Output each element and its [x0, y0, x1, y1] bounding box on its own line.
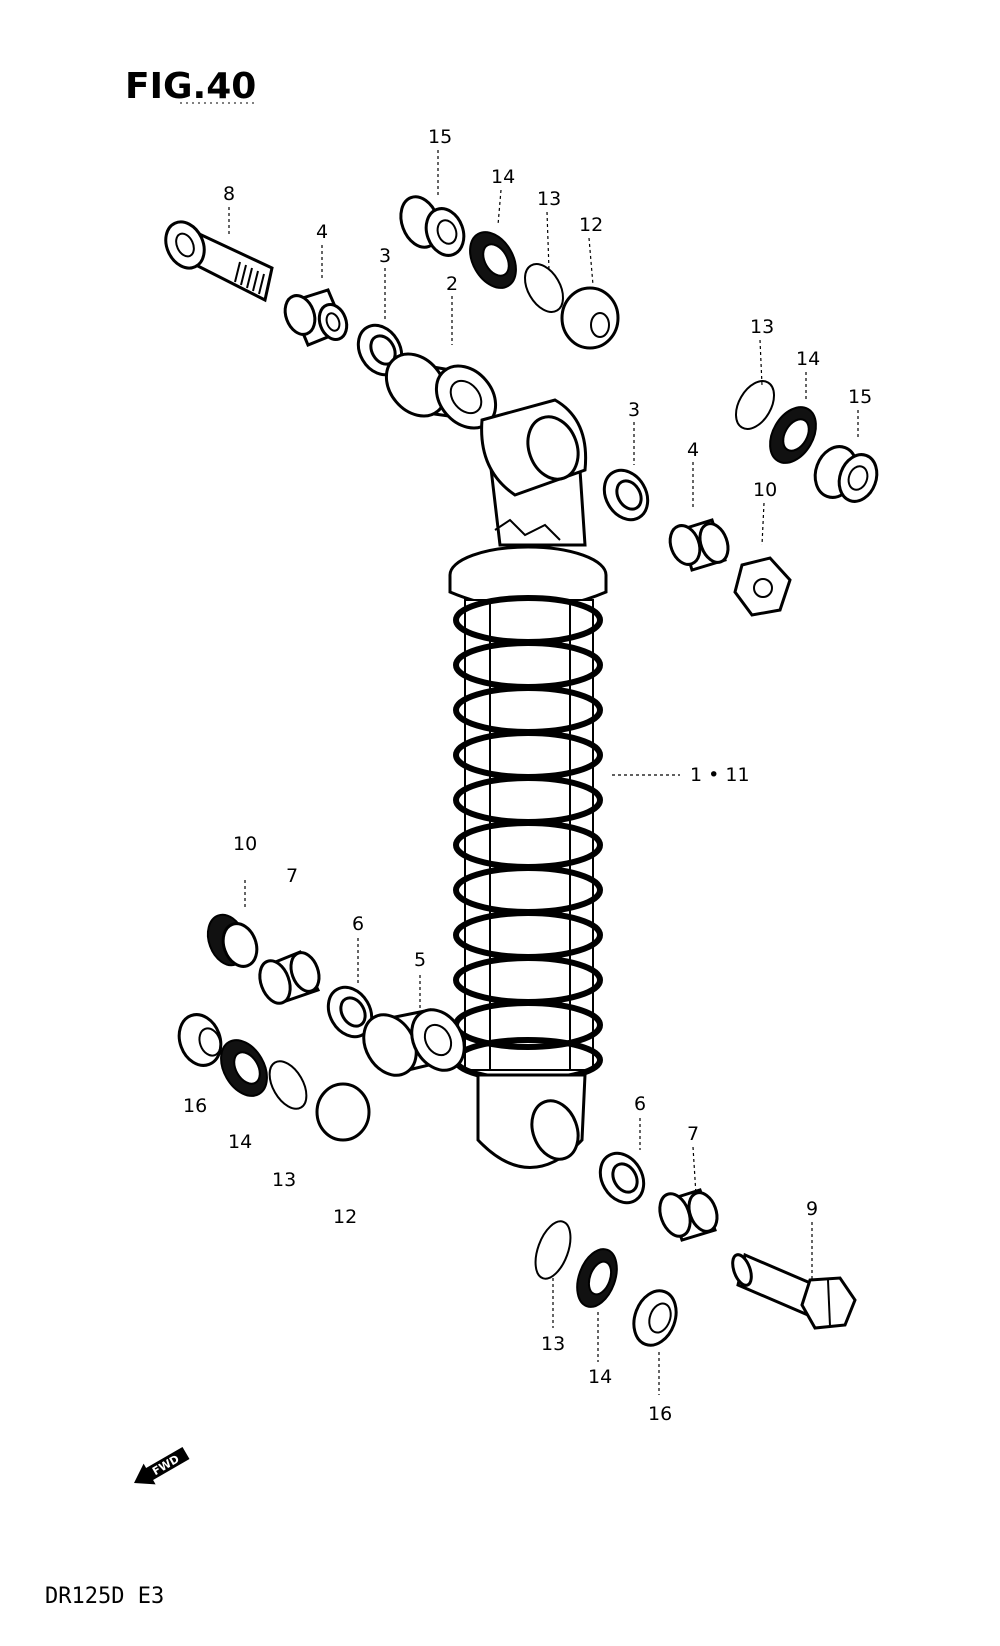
callout-12: 12 [579, 214, 603, 236]
callout-5: 5 [414, 949, 426, 971]
callout-13: 13 [272, 1169, 296, 1191]
circlip-part [268, 1060, 308, 1110]
collar-part [283, 288, 349, 347]
shock-absorber-part [448, 398, 608, 1169]
callout-10: 10 [753, 479, 777, 501]
callout-14: 14 [796, 348, 820, 370]
callout-14: 14 [491, 166, 515, 188]
callout-16: 16 [183, 1095, 207, 1117]
bolt-part [731, 1252, 857, 1330]
spacer-part [362, 1008, 466, 1077]
callout-6: 6 [634, 1093, 646, 1115]
collar-part [658, 1188, 719, 1242]
seal-part [220, 1039, 268, 1097]
callout-3: 3 [628, 399, 640, 421]
model-code: DR125D E3 [45, 1584, 164, 1609]
callout-15: 15 [428, 126, 452, 148]
callout-3: 3 [379, 245, 391, 267]
nut-part [733, 556, 792, 617]
callout-12: 12 [333, 1206, 357, 1228]
collar-part [668, 518, 730, 572]
boot-part [813, 445, 879, 503]
callout-14: 14 [588, 1366, 612, 1388]
spacer-part [384, 352, 498, 430]
boot-part [632, 1289, 678, 1347]
cap-part [560, 286, 620, 350]
seal-part [469, 231, 517, 289]
callout-2: 2 [446, 273, 458, 295]
fwd-label: FWD [150, 1452, 181, 1478]
callout-7: 7 [687, 1123, 699, 1145]
boot-part [399, 195, 466, 257]
callout-7: 7 [286, 865, 298, 887]
callout-15: 15 [848, 386, 872, 408]
nut-part [206, 913, 259, 968]
seal-part [769, 406, 817, 464]
callout-10: 10 [233, 833, 257, 855]
callout-16: 16 [648, 1403, 672, 1425]
washer-part [598, 1151, 646, 1205]
callout-labels: 15 14 13 12 8 4 3 2 13 14 15 3 4 10 1 • … [183, 126, 872, 1425]
callout-1-11: 1 • 11 [690, 764, 750, 786]
callout-13: 13 [541, 1333, 565, 1355]
callout-6: 6 [352, 913, 364, 935]
fwd-arrow-icon: FWD [134, 1446, 190, 1485]
seal-part [576, 1248, 618, 1308]
circlip-part [524, 263, 564, 313]
circlip-part [735, 380, 775, 430]
callout-9: 9 [806, 1198, 818, 1220]
boot-part [177, 1013, 223, 1067]
washer-part [602, 468, 650, 522]
bolt-part [164, 220, 274, 303]
figure-title: FIG.40 [125, 66, 256, 107]
callout-8: 8 [223, 183, 235, 205]
cap-part [315, 1082, 371, 1142]
collar-part [258, 950, 321, 1005]
callout-13: 13 [537, 188, 561, 210]
callout-14: 14 [228, 1131, 252, 1153]
callout-13: 13 [750, 316, 774, 338]
circlip-part [534, 1220, 572, 1280]
callout-4: 4 [687, 439, 699, 461]
callout-4: 4 [316, 221, 328, 243]
leader-lines [228, 150, 859, 1395]
